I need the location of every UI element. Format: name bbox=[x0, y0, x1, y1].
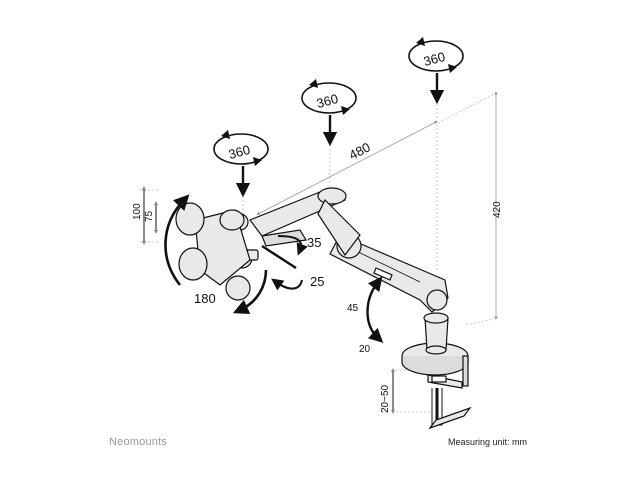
vesa-75-label: 75 bbox=[144, 210, 155, 222]
rotate-b-label: 360 bbox=[315, 91, 340, 111]
arm-angle-indicator: 45 20 bbox=[347, 276, 384, 355]
screen-rotation-indicator: 180 bbox=[164, 194, 268, 314]
vesa-100-label: 100 bbox=[132, 203, 143, 220]
height-label: 420 bbox=[492, 201, 503, 218]
arm-down-label: 20 bbox=[359, 344, 371, 355]
rotate-screen-label: 180 bbox=[194, 291, 216, 306]
reach-label: 480 bbox=[347, 139, 373, 162]
tilt-indicator: 35 25 bbox=[261, 235, 324, 291]
rotation-indicator-b: 360 bbox=[301, 79, 357, 147]
tilt-up-label: 35 bbox=[307, 235, 321, 250]
desk-clamp bbox=[401, 342, 472, 430]
vesa-plate bbox=[175, 202, 251, 301]
rotation-indicator-c: 360 bbox=[408, 37, 464, 105]
rotation-indicator-a: 360 bbox=[213, 130, 269, 198]
reach-dimension: 480 bbox=[256, 121, 438, 215]
arm-up-label: 45 bbox=[347, 303, 359, 314]
rotate-c-label: 360 bbox=[422, 49, 447, 69]
brand-logo: Neomounts bbox=[109, 436, 168, 448]
clamp-label: 20~50 bbox=[380, 384, 391, 413]
clamp-dimension: 20~50 bbox=[380, 368, 395, 414]
rotate-a-label: 360 bbox=[227, 142, 252, 162]
height-dimension: 420 bbox=[492, 91, 503, 320]
measuring-unit-note: Measuring unit: mm bbox=[448, 437, 528, 447]
vesa-dimensions: 100 75 bbox=[132, 186, 158, 245]
upper-arm bbox=[249, 187, 361, 257]
tilt-down-label: 25 bbox=[310, 274, 324, 289]
pole bbox=[423, 312, 449, 355]
